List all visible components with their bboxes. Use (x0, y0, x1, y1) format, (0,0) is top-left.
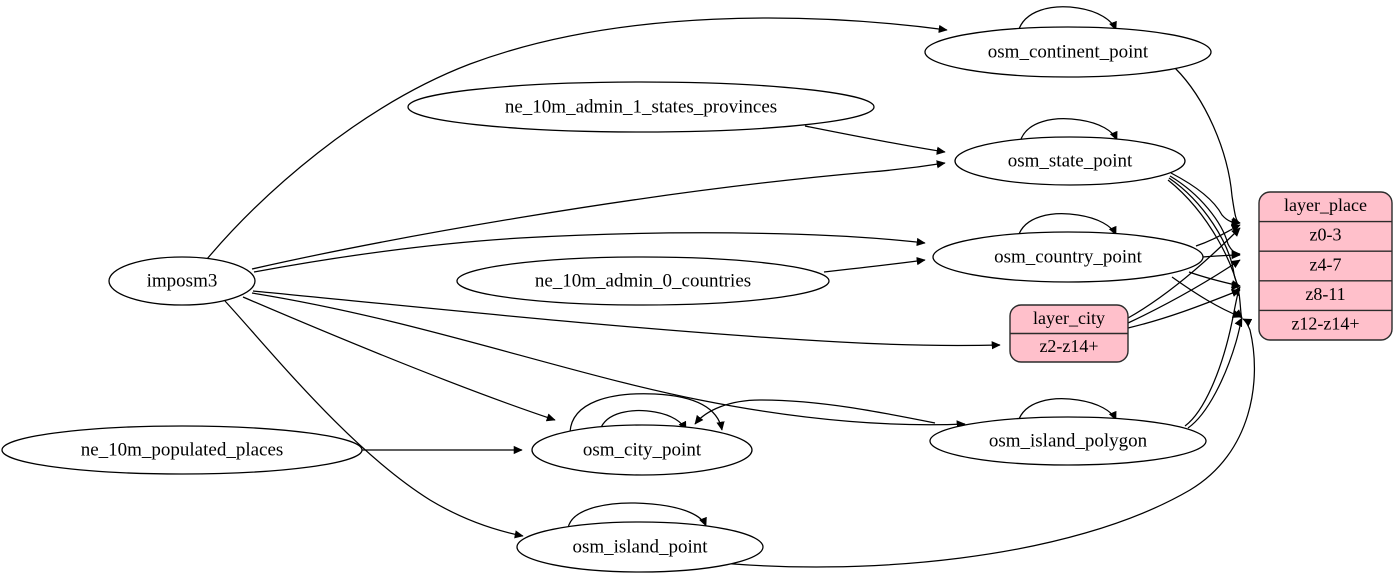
node-ne_10m_populated_places[interactable]: ne_10m_populated_places (1, 425, 363, 475)
edge-imposm3-to-osm_city_point (242, 296, 556, 422)
edge-osm_state_point-to-layer_place-z0-3 (1170, 172, 1241, 228)
selfloop-osm_continent_point (1017, 6, 1117, 33)
node-osm_continent_point[interactable]: osm_continent_point (924, 26, 1212, 78)
node-shape-ne_countries (456, 256, 830, 306)
record-row-layer_city-z2-z14[interactable]: z2-z14+ (1039, 336, 1098, 356)
edge-osm_island_polygon-to-osm_city_point (694, 399, 936, 425)
selfloop-osm_country_point (1017, 213, 1117, 238)
node-label-osm_continent_point: osm_continent_point (988, 41, 1149, 62)
record-box-layer_place (1258, 191, 1393, 341)
record-row-layer_place-z4-7[interactable]: z4-7 (1310, 254, 1342, 274)
edge-osm_country_point-to-layer_place-z0-3 (1195, 224, 1241, 247)
node-label-osm_country_point: osm_country_point (994, 246, 1142, 267)
node-osm_island_polygon[interactable]: osm_island_polygon (929, 416, 1207, 466)
node-shape-osm_island_polygon (929, 416, 1207, 466)
node-osm_state_point[interactable]: osm_state_point (954, 136, 1186, 186)
edge-layer_city-to-layer_place-z8-11 (1127, 289, 1241, 329)
node-label-osm_island_polygon: osm_island_polygon (989, 430, 1148, 451)
edge-imposm3-to-osm_state_point (251, 160, 946, 270)
edge-imposm3-to-osm_country_point (253, 232, 926, 273)
node-ne_10m_admin_1_states_provinces[interactable]: ne_10m_admin_1_states_provinces (407, 81, 875, 133)
edges-layer (206, 6, 1255, 568)
record-row-layer_place-z12-z14[interactable]: z12-z14+ (1291, 314, 1359, 334)
node-shape-ne_states (407, 81, 875, 133)
node-shape-imposm3 (108, 256, 256, 306)
node-osm_country_point[interactable]: osm_country_point (932, 231, 1204, 283)
node-shape-ne_populated (1, 425, 363, 475)
selfloop-osm_city_point-outer (569, 393, 725, 433)
record-row-layer_place-z8-11[interactable]: z8-11 (1305, 284, 1345, 304)
selfloop-osm_island_point (567, 502, 707, 529)
edge-layer_city-to-layer_place-z0-3 (1127, 227, 1241, 319)
node-osm_city_point[interactable]: osm_city_point (531, 424, 753, 476)
node-imposm3[interactable]: imposm3 (108, 256, 256, 306)
selfloop-osm_island_polygon (1017, 398, 1117, 423)
edge-osm_country_point-to-layer_place-z4-7 (1202, 250, 1241, 260)
records-layer: layer_city z2-z14+ layer_place z0-3 z4-7… (1009, 191, 1393, 363)
record-title-layer_city: layer_city (1033, 308, 1105, 328)
node-shape-osm_country_point (932, 231, 1204, 283)
edge-osm_country_point-to-layer_place-z8-11 (1188, 271, 1241, 289)
edge-imposm3-to-layer_city (252, 290, 1001, 350)
node-osm_island_point[interactable]: osm_island_point (516, 521, 764, 573)
edge-layer_city-to-layer_place-z4-7 (1127, 259, 1241, 324)
record-layer_city[interactable]: layer_city z2-z14+ (1009, 304, 1129, 363)
node-label-ne_populated: ne_10m_populated_places (81, 439, 284, 460)
edge-osm_country_point-to-layer_place-z12-z14 (1171, 276, 1242, 318)
selfloop-osm_state_point (1019, 118, 1118, 143)
record-title-layer_place: layer_place (1284, 195, 1367, 215)
edge-ne_states-to-osm_state_point (804, 125, 946, 155)
edge-osm_continent_point-to-layer_place-z0-3 (1174, 67, 1241, 225)
node-label-osm_island_point: osm_island_point (572, 536, 708, 557)
node-ne_10m_admin_0_countries[interactable]: ne_10m_admin_0_countries (456, 256, 830, 306)
edge-osm_island_polygon-to-layer_place-z8-11 (1184, 286, 1241, 427)
selfloop-osm_city_point-inner (599, 409, 687, 431)
edge-osm_island_polygon-to-layer_place-z12-z14 (1187, 317, 1243, 429)
node-shape-osm_city_point (531, 424, 753, 476)
edge-ne_countries-to-osm_country_point (823, 256, 926, 273)
record-layer_place[interactable]: layer_place z0-3 z4-7 z8-11 z12-z14+ (1258, 191, 1393, 341)
edge-osm_island_point-to-layer_place-z12-z14 (699, 318, 1255, 568)
edge-imposm3-to-osm_island_point (224, 300, 524, 539)
node-shape-osm_state_point (954, 136, 1186, 186)
node-label-ne_states: ne_10m_admin_1_states_provinces (505, 96, 777, 117)
node-label-osm_state_point: osm_state_point (1008, 150, 1133, 171)
record-row-layer_place-z0-3[interactable]: z0-3 (1310, 225, 1342, 245)
node-label-ne_countries: ne_10m_admin_0_countries (535, 270, 751, 291)
edge-imposm3-to-osm_continent_point (206, 17, 948, 260)
node-shape-osm_island_point (516, 521, 764, 573)
nodes-layer: imposm3 ne_10m_admin_1_states_provinces … (1, 26, 1212, 573)
edge-imposm3-to-osm_island_polygon (251, 292, 966, 429)
node-label-imposm3: imposm3 (147, 270, 218, 291)
node-shape-osm_continent_point (924, 26, 1212, 78)
node-label-osm_city_point: osm_city_point (583, 439, 702, 460)
